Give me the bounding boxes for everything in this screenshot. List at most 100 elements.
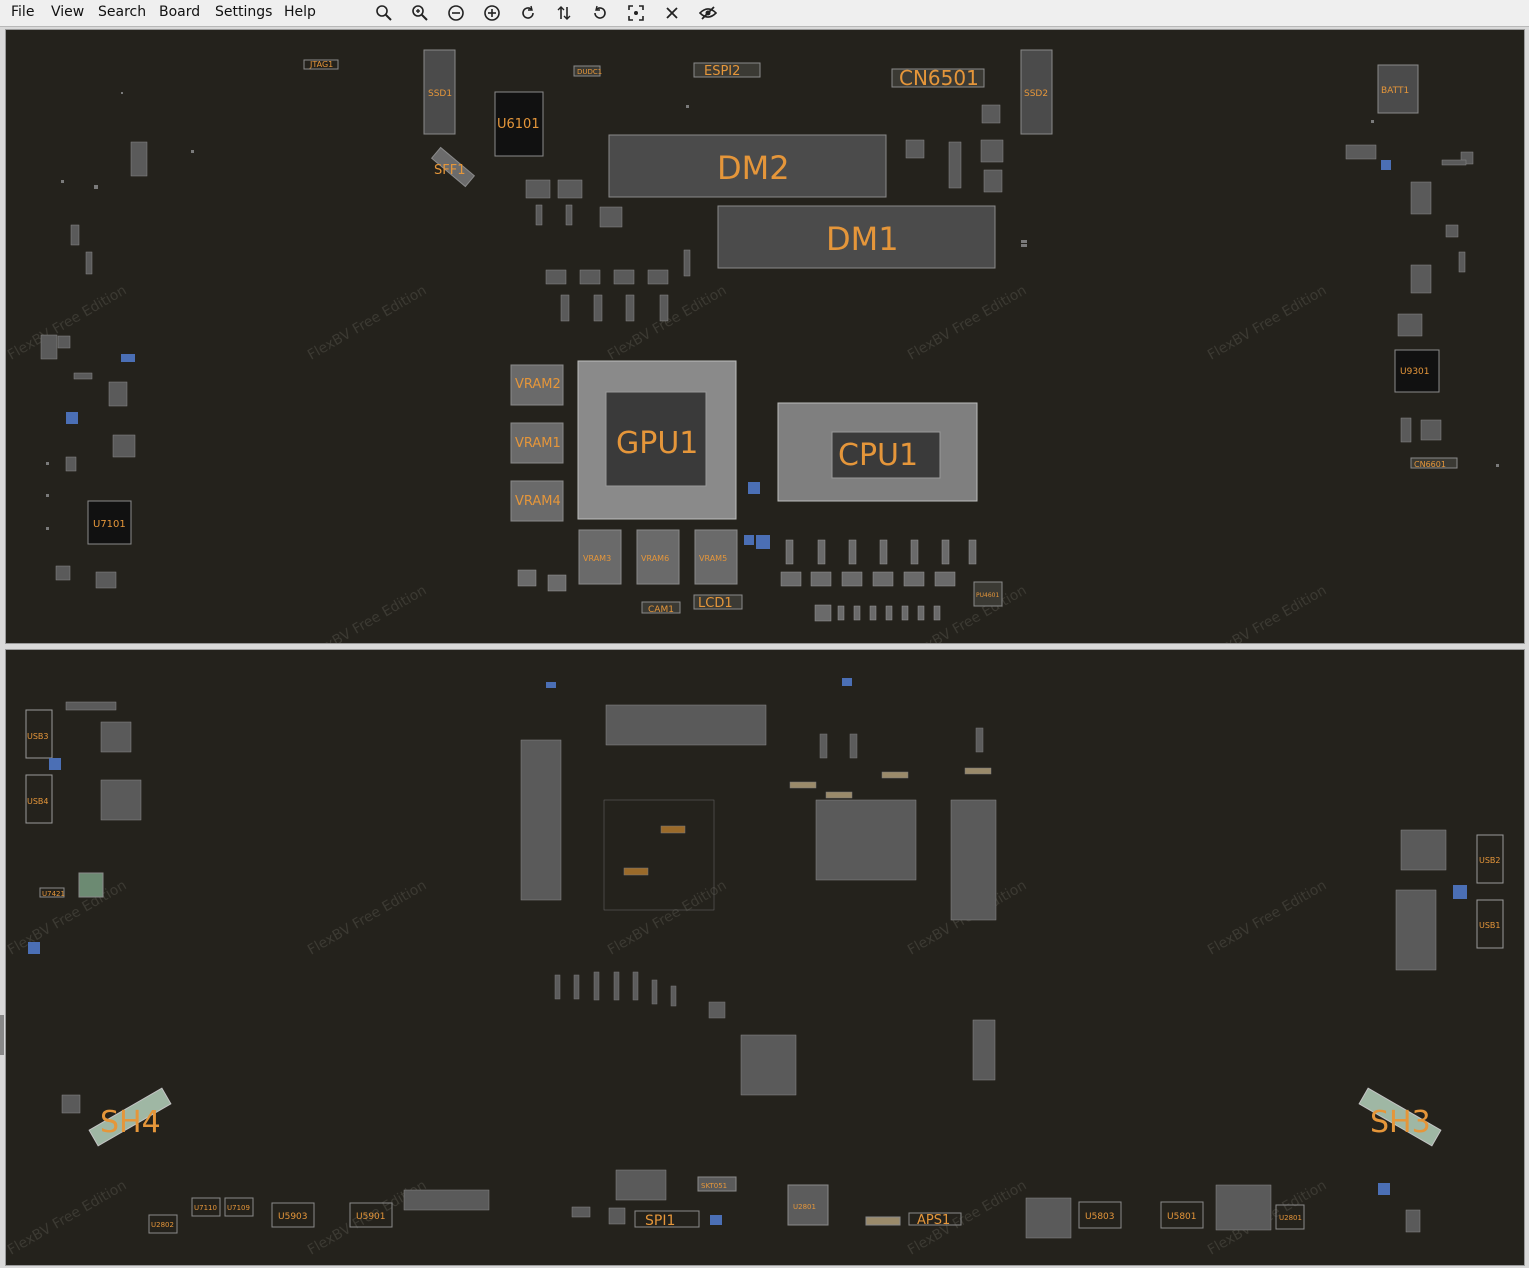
menu-help[interactable]: Help	[284, 4, 316, 20]
rotate-icon[interactable]	[518, 3, 538, 23]
part-pu4601[interactable]	[973, 581, 1003, 607]
label-sh4: SH4	[100, 1105, 161, 1140]
part-vram4[interactable]	[510, 480, 564, 522]
zoom-out-icon[interactable]	[410, 3, 430, 23]
watermark: FlexBV Free Edition	[605, 282, 729, 363]
flip-icon[interactable]	[554, 3, 574, 23]
part-usb4[interactable]	[25, 774, 53, 824]
label-aps1: APS1	[917, 1213, 950, 1228]
part-vram3[interactable]	[578, 529, 622, 585]
component-cluster	[40, 141, 148, 589]
part-spi1[interactable]	[634, 1210, 700, 1228]
watermark: FlexBV Free Edition	[1205, 582, 1329, 643]
part-dm2[interactable]	[608, 134, 887, 198]
rotate-cw-icon[interactable]	[590, 3, 610, 23]
part-sh3[interactable]	[1358, 1087, 1442, 1147]
menu-file[interactable]: File	[11, 4, 35, 20]
part-u2802[interactable]	[148, 1214, 178, 1234]
label-dm2: DM2	[717, 149, 790, 187]
part-usb1[interactable]	[1476, 899, 1504, 949]
component-cluster	[61, 701, 1447, 1239]
part-dudc1[interactable]	[573, 65, 601, 77]
part-u5903[interactable]	[271, 1202, 315, 1228]
part-vram5[interactable]	[694, 529, 738, 585]
part-cn6601[interactable]	[1410, 457, 1458, 469]
part-ssd2[interactable]	[1020, 49, 1053, 135]
label-usb2: USB2	[1479, 856, 1501, 865]
label-jtag1: JTAG1	[309, 60, 333, 69]
label-batt1: BATT1	[1381, 86, 1409, 96]
part-cam1[interactable]	[641, 601, 681, 614]
component-cluster	[525, 104, 1004, 322]
part-ssd1[interactable]	[423, 49, 456, 135]
part-batt1[interactable]	[1377, 64, 1419, 114]
label-vram2: VRAM2	[515, 377, 561, 392]
cpu1-die	[831, 431, 941, 479]
part-u7109[interactable]	[224, 1197, 254, 1217]
part-vram6[interactable]	[636, 529, 680, 585]
part-aps1[interactable]	[908, 1212, 962, 1226]
part-sff1[interactable]	[430, 146, 476, 188]
label-espi2: ESPI2	[704, 64, 740, 79]
label-cn6501: CN6501	[899, 66, 979, 90]
part-espi2[interactable]	[693, 62, 761, 78]
zoom-in-icon[interactable]	[374, 3, 394, 23]
part-skt051[interactable]	[697, 1176, 737, 1192]
label-sff1: SFF1	[434, 163, 465, 178]
part-vram2[interactable]	[510, 364, 564, 406]
part-u7421[interactable]	[39, 887, 65, 898]
component-cluster	[1345, 144, 1474, 443]
part-u5801[interactable]	[1160, 1201, 1204, 1229]
part-sh4[interactable]	[88, 1087, 172, 1147]
part-usb2[interactable]	[1476, 834, 1504, 884]
label-u7101: U7101	[93, 519, 126, 530]
part-usb3[interactable]	[25, 709, 53, 759]
board-canvas-bottom: FlexBV Free Edition FlexBV Free Edition …	[6, 678, 1504, 1258]
close-icon[interactable]	[662, 3, 682, 23]
part-u6101[interactable]	[494, 91, 544, 157]
label-u5901: U5901	[356, 1212, 386, 1222]
part-u9301[interactable]	[1394, 349, 1440, 393]
part-u7110[interactable]	[191, 1197, 221, 1217]
menu-board[interactable]: Board	[159, 4, 201, 20]
label-dm1: DM1	[826, 220, 899, 258]
small-pads	[46, 92, 1499, 530]
watermark: FlexBV Free Edition	[1205, 282, 1329, 363]
label-usb3: USB3	[27, 732, 49, 741]
part-lcd1[interactable]	[693, 594, 743, 610]
side-handle[interactable]	[0, 1015, 4, 1055]
label-vram1: VRAM1	[515, 436, 561, 451]
menu-settings[interactable]: Settings	[215, 4, 273, 20]
label-vram3: VRAM3	[583, 554, 611, 563]
label-usb4: USB4	[27, 797, 49, 806]
label-u2801: U2801	[793, 1203, 816, 1211]
label-vram5: VRAM5	[699, 554, 727, 563]
watermark: FlexBV Free Edition	[305, 582, 429, 643]
part-dm1[interactable]	[717, 205, 996, 269]
zoom-plus-circle-icon[interactable]	[482, 3, 502, 23]
zoom-minus-circle-icon[interactable]	[446, 3, 466, 23]
label-ssd2: SSD2	[1024, 89, 1048, 99]
part-cn6501[interactable]	[891, 68, 985, 88]
watermark: FlexBV Free Edition	[6, 282, 129, 363]
hide-icon[interactable]	[698, 3, 718, 23]
label-lcd1: LCD1	[698, 596, 733, 611]
board-view-top[interactable]: FlexBV Free Edition FlexBV Free Edition …	[5, 29, 1525, 644]
watermark: FlexBV Free Edition	[605, 877, 729, 958]
board-canvas-top: FlexBV Free Edition FlexBV Free Edition …	[6, 49, 1499, 643]
label-usb1: USB1	[1479, 921, 1501, 930]
part-u2801b[interactable]	[1275, 1204, 1305, 1230]
menu-view[interactable]: View	[51, 4, 85, 20]
label-u5801: U5801	[1167, 1212, 1197, 1222]
part-u2801[interactable]	[787, 1184, 829, 1226]
part-vram1[interactable]	[510, 422, 564, 464]
menu-search[interactable]: Search	[98, 4, 147, 20]
board-view-bottom[interactable]: FlexBV Free Edition FlexBV Free Edition …	[5, 649, 1525, 1266]
part-jtag1[interactable]	[303, 59, 339, 70]
label-u7109: U7109	[227, 1204, 250, 1212]
fit-screen-icon[interactable]	[626, 3, 646, 23]
watermark: FlexBV Free Edition	[305, 877, 429, 958]
part-u5901[interactable]	[349, 1202, 393, 1228]
part-u5803[interactable]	[1078, 1201, 1122, 1229]
part-u7101[interactable]	[87, 500, 132, 545]
